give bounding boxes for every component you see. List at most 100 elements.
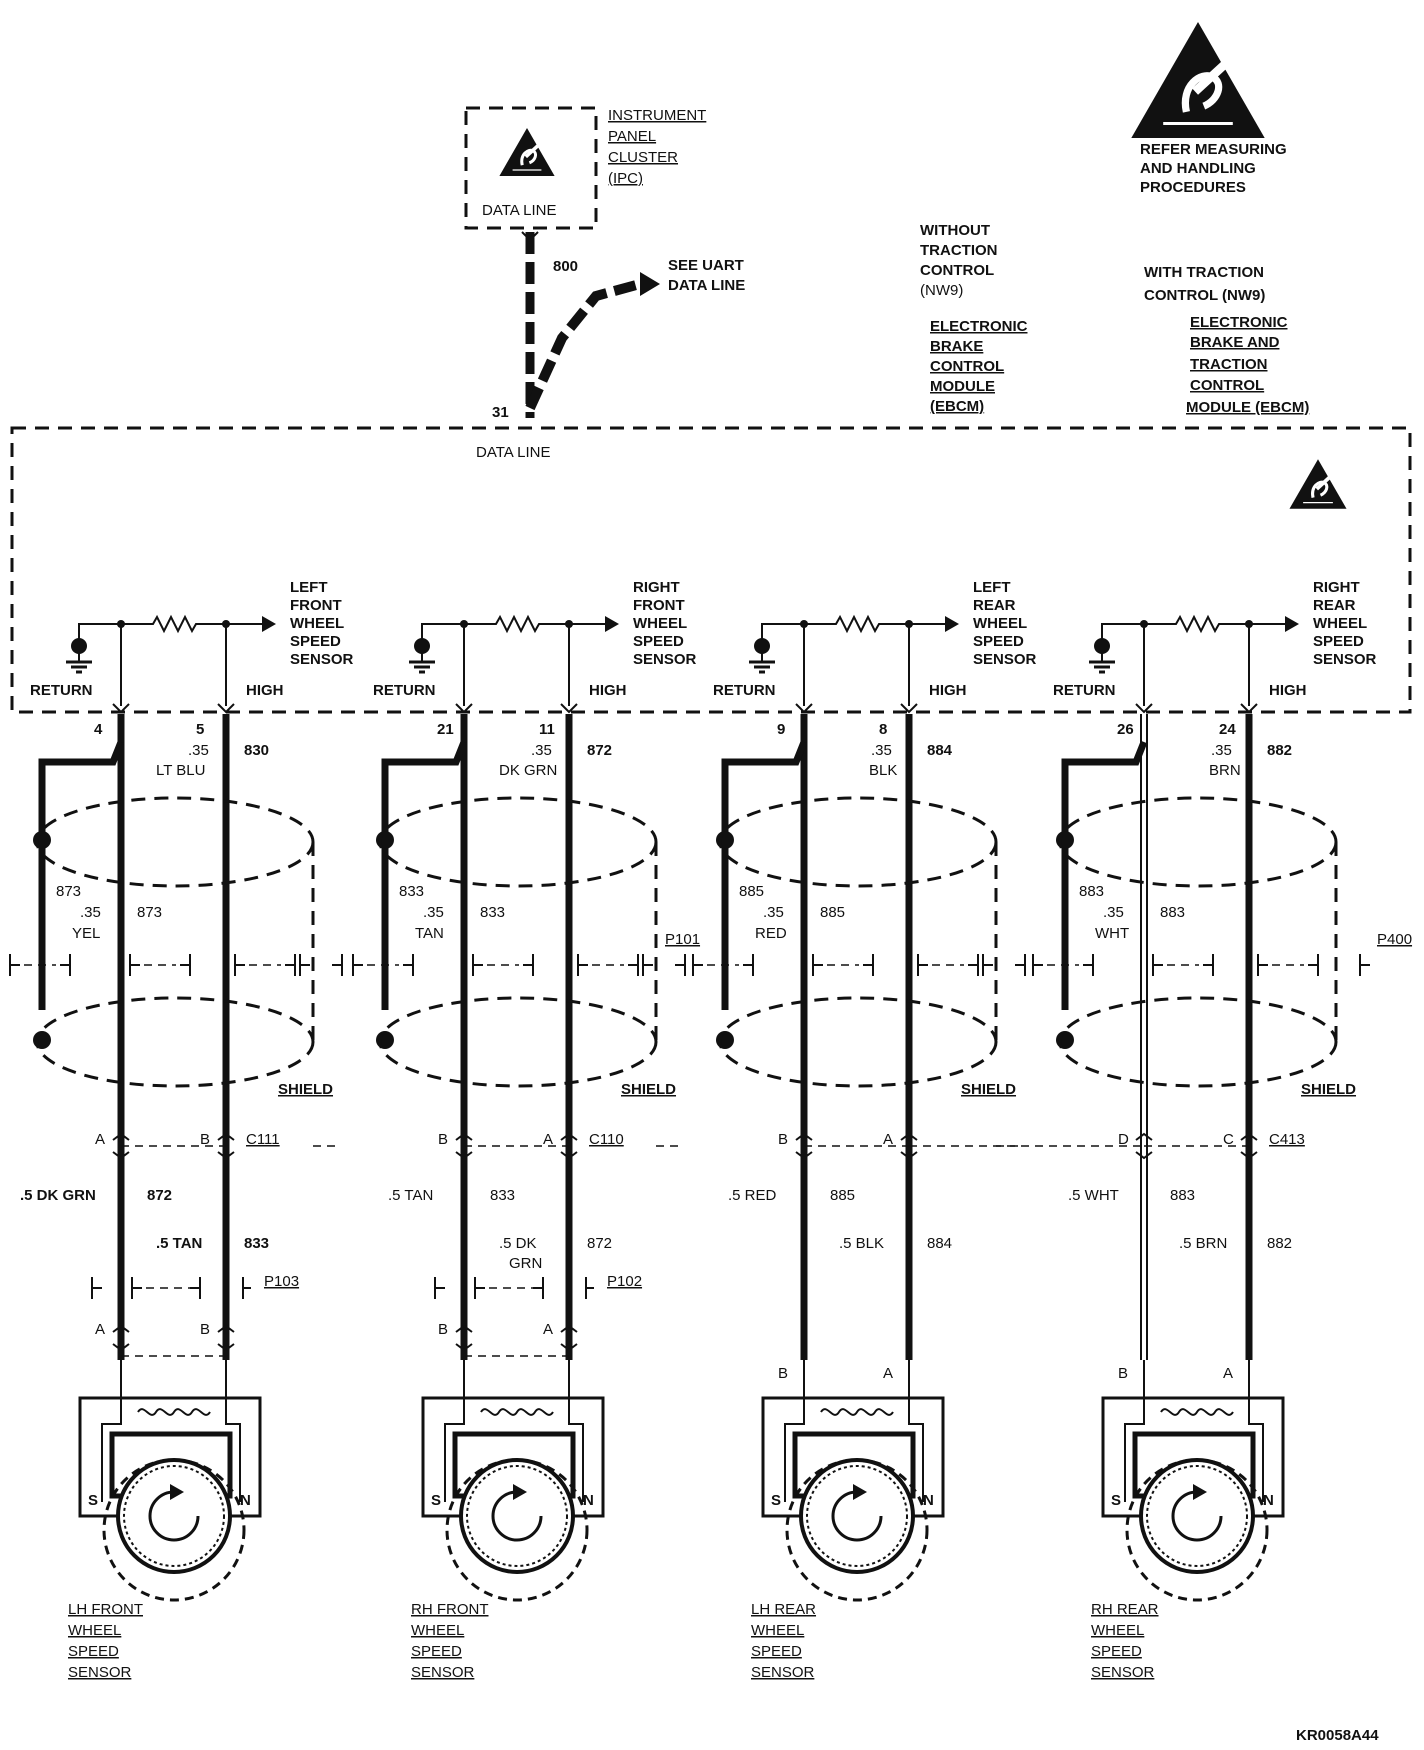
return-wire-gauge: .35 xyxy=(80,904,101,921)
tone-ring-teeth xyxy=(466,1465,568,1567)
ebcm-sensor-label: SPEED xyxy=(290,633,341,650)
sensor-name-label: SPEED xyxy=(751,1643,802,1660)
connector-terminal xyxy=(560,1132,578,1160)
grommet-between xyxy=(299,954,310,976)
inline-grommet xyxy=(533,1277,544,1299)
inline-terminal xyxy=(560,1324,578,1352)
connector-terminal xyxy=(795,1132,813,1160)
bias-resistor xyxy=(110,614,265,634)
shield-bottom-ellipse xyxy=(378,996,658,1088)
shield-drain-wire xyxy=(721,740,808,1010)
return-pin-terminal xyxy=(795,703,813,714)
shield-label: SHIELD xyxy=(278,1081,333,1098)
tone-ring-teeth xyxy=(1146,1465,1248,1567)
return-wire-circuit: 885 xyxy=(820,904,845,921)
inline-grommet xyxy=(190,1277,201,1299)
sensor-lead-n xyxy=(225,1360,241,1502)
ebcm-sensor-label: FRONT xyxy=(290,597,342,614)
figure-id: KR0058A44 xyxy=(1296,1727,1379,1744)
grommet-right xyxy=(285,954,296,976)
svg-text:CONTROL: CONTROL xyxy=(920,262,994,279)
grommet-right xyxy=(968,954,979,976)
signal-arrow xyxy=(262,616,276,632)
coil xyxy=(1160,1408,1234,1416)
grommet-right xyxy=(1083,954,1094,976)
svg-text:PANEL: PANEL xyxy=(608,128,656,145)
harness-left-gauge: .5 TAN xyxy=(388,1187,433,1204)
connector-terminal xyxy=(1135,1132,1153,1160)
grommet-left xyxy=(234,954,245,976)
return-wire-color: RED xyxy=(755,925,787,942)
sensor-name-label: LH FRONT xyxy=(68,1601,143,1618)
svg-text:ELECTRONIC: ELECTRONIC xyxy=(930,318,1028,335)
sensor-pin-right: A xyxy=(883,1365,893,1382)
return-wire-circuit: 833 xyxy=(480,904,505,921)
tone-ring-outline xyxy=(445,1458,589,1602)
ebcm-sensor-label: SENSOR xyxy=(633,651,697,668)
ebcm-without-tc-label: WITHOUT TRACTION CONTROL (NW9) ELECTRONI… xyxy=(920,222,1028,415)
sensor-name-label: SPEED xyxy=(68,1643,119,1660)
harness-right-gauge-2: GRN xyxy=(509,1255,542,1272)
high-pin-number: 24 xyxy=(1219,721,1236,738)
inline-terminal xyxy=(112,1324,130,1352)
pole-n-label: N xyxy=(240,1492,251,1509)
grommet-between xyxy=(332,954,343,976)
svg-text:AND HANDLING: AND HANDLING xyxy=(1140,160,1256,177)
harness-right-gauge: .5 TAN xyxy=(156,1235,202,1252)
grommet-left xyxy=(577,954,588,976)
connector-label: C413 xyxy=(1269,1131,1305,1148)
ipc-terminal xyxy=(521,231,539,242)
pole-s-label: S xyxy=(88,1492,98,1509)
svg-text:BRAKE: BRAKE xyxy=(930,338,983,355)
harness-left-gauge: .5 RED xyxy=(728,1187,777,1204)
ebcm-sensor-label: LEFT xyxy=(973,579,1011,596)
coil xyxy=(137,1408,211,1416)
return-pin-number: 26 xyxy=(1117,721,1134,738)
return-pin-terminal xyxy=(455,703,473,714)
ebcm-sensor-label: REAR xyxy=(1313,597,1356,614)
sensor-pin-right: A xyxy=(1223,1365,1233,1382)
high-pin-terminal xyxy=(900,703,918,714)
inline-connector-label: P102 xyxy=(607,1273,642,1290)
shield-label: SHIELD xyxy=(961,1081,1016,1098)
inline-grommet xyxy=(242,1277,251,1299)
grommet-right xyxy=(743,954,754,976)
sensor-name-label: SENSOR xyxy=(1091,1664,1155,1681)
high-wire-gauge: .35 xyxy=(531,742,552,759)
ebcm-sensor-label: REAR xyxy=(973,597,1016,614)
ebcm-sensor-label: RIGHT xyxy=(1313,579,1360,596)
uart-label-1: SEE UART xyxy=(668,257,744,274)
connector-pin-right: A xyxy=(543,1131,553,1148)
inline-terminal xyxy=(455,1324,473,1352)
svg-text:MODULE: MODULE xyxy=(930,378,995,395)
high-wire-circuit: 882 xyxy=(1267,742,1292,759)
grommet-left xyxy=(917,954,928,976)
grommet-right xyxy=(1308,954,1319,976)
high-wire-gauge: .35 xyxy=(871,742,892,759)
return-wire-circuit: 873 xyxy=(56,883,81,900)
ebcm-sensor-label: SPEED xyxy=(1313,633,1364,650)
grommet-left xyxy=(1257,954,1268,976)
rotation-arrowhead xyxy=(170,1484,184,1500)
ebcm-sensor-label: WHEEL xyxy=(290,615,344,632)
ground-lead xyxy=(421,623,464,646)
svg-text:(IPC): (IPC) xyxy=(608,170,643,187)
connector-pin-right: A xyxy=(883,1131,893,1148)
harness-right-gauge: .5 DK xyxy=(499,1235,537,1252)
rotation-arrowhead xyxy=(1193,1484,1207,1500)
return-pin-number: 21 xyxy=(437,721,454,738)
svg-text:CONTROL: CONTROL xyxy=(1190,377,1264,394)
ebcm-sensor-label: SENSOR xyxy=(290,651,354,668)
tone-ring xyxy=(1139,1458,1255,1574)
grommet-between xyxy=(675,954,686,976)
coil xyxy=(820,1408,894,1416)
sensor-lead-n xyxy=(568,1360,584,1502)
grommet-right xyxy=(403,954,414,976)
svg-text:TRACTION: TRACTION xyxy=(920,242,998,259)
sensor-name-label: SENSOR xyxy=(751,1664,815,1681)
ipc-data-line-label: DATA LINE xyxy=(482,202,556,219)
